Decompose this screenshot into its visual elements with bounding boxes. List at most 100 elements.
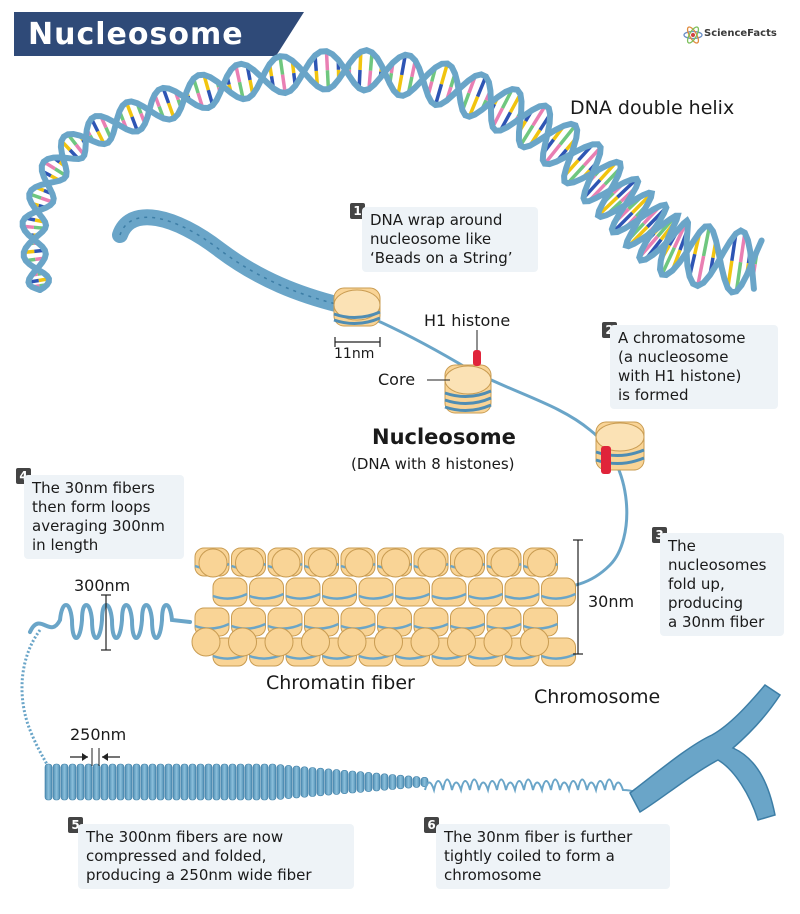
coil-segment — [348, 770, 357, 794]
coil-segment — [92, 763, 101, 801]
base-pair-half — [696, 255, 706, 287]
base-pair-half — [433, 83, 444, 106]
coil-segment — [132, 763, 141, 801]
coil-segment — [212, 763, 221, 801]
fiber-wrap — [486, 622, 522, 630]
fiber-wrap — [358, 592, 394, 600]
step-5-note: The 300nm fibers are now compressed and … — [78, 824, 354, 889]
label-300nm: 300nm — [74, 576, 131, 595]
coil-segment — [180, 763, 189, 801]
coil-segment — [84, 763, 93, 801]
dna-ribbon — [112, 209, 348, 313]
step-1-line-1: DNA wrap around — [370, 211, 503, 229]
fiber-top-bead — [344, 548, 374, 578]
fiber-wrap — [249, 592, 285, 600]
step-6-line-2: tightly coiled to form a — [444, 847, 615, 865]
base-pair-half — [660, 246, 676, 276]
fiber-wrap — [267, 622, 303, 630]
coil-segment — [308, 767, 317, 797]
dna-double-helix — [19, 47, 765, 296]
fiber-bead — [504, 577, 540, 607]
fiber-bead — [322, 577, 357, 607]
coil-segment — [412, 776, 421, 788]
coil-segment — [268, 763, 277, 801]
fiber-bead — [468, 577, 503, 607]
coil-segment — [188, 763, 197, 801]
coil-segment — [340, 769, 349, 794]
coil-segment — [300, 766, 309, 798]
step-5-line-2: compressed and folded, — [86, 847, 267, 865]
scale-bar-250nm — [70, 748, 120, 766]
step-3-line-1: The — [668, 537, 696, 555]
coil-segment — [332, 769, 341, 795]
fiber-wrap — [450, 622, 486, 630]
250nm-compressed-fiber — [44, 763, 429, 801]
coil-segment — [292, 765, 301, 799]
coil-segment — [396, 774, 405, 790]
fiber-bead — [285, 577, 321, 607]
step-5-line-1: The 300nm fibers are now — [86, 828, 284, 846]
coiled-connector — [20, 629, 52, 771]
base-pair-half — [701, 225, 712, 257]
fiber-top-bead — [454, 548, 483, 578]
nucleosome-core-bead — [444, 364, 492, 414]
fiber-wrap — [231, 622, 267, 630]
fiber-top-bead — [198, 548, 228, 578]
base-pair-half — [558, 124, 577, 146]
coil-segment — [196, 763, 205, 801]
title-banner-shape — [14, 12, 304, 56]
sciencefacts-logo: ScienceFacts — [682, 24, 792, 48]
coil-segment — [236, 763, 245, 801]
step-6-number: 6 — [424, 817, 439, 833]
base-pair-half — [543, 143, 562, 165]
coil-segment — [44, 763, 53, 801]
step-1-note: DNA wrap around nucleosome like ‘Beads o… — [362, 207, 538, 272]
fiber-bottom-bead — [264, 627, 294, 657]
scale-bar-30nm — [573, 539, 583, 655]
step-3-line-3: fold up, — [668, 575, 725, 593]
300nm-looped-fiber — [28, 603, 192, 640]
fiber-bottom-bead — [447, 627, 476, 657]
fiber-wrap — [541, 592, 577, 600]
fiber-bead — [431, 577, 467, 607]
coil-segment — [260, 763, 269, 801]
fiber-wrap — [194, 622, 230, 630]
coil-segment — [404, 775, 413, 789]
label-30nm: 30nm — [588, 592, 635, 611]
fiber-bottom-bead — [483, 627, 513, 657]
dna-ribbon-edge — [119, 216, 341, 306]
step-2-line-2: (a nucleosome — [618, 348, 729, 366]
title-banner: Nucleosome — [14, 12, 304, 56]
label-core: Core — [378, 370, 416, 389]
coil-segment — [372, 772, 381, 792]
coil-segment — [164, 763, 173, 801]
nucleosome-subheading: (DNA with 8 histones) — [351, 455, 515, 473]
base-pair-half — [531, 104, 547, 127]
coil-segment — [204, 763, 213, 801]
coil-segment — [220, 763, 229, 801]
fiber-wrap — [523, 622, 559, 630]
coil-segment — [380, 773, 389, 791]
fiber-wrap — [468, 592, 504, 600]
fiber-wrap — [431, 592, 467, 600]
fiber-wrap — [377, 622, 413, 630]
step-4-note: The 30nm fibers then form loops averagin… — [24, 475, 184, 559]
fiber-top-bead — [235, 548, 264, 578]
fiber-wrap — [322, 592, 358, 600]
step-6-line-1: The 30nm fiber is further — [444, 828, 633, 846]
coil-segment — [276, 764, 285, 800]
fiber-top-bead — [490, 548, 520, 578]
coil-segment — [252, 763, 261, 801]
base-pair-half — [439, 63, 450, 85]
chromatin-fiber — [191, 547, 577, 667]
base-pair-half — [611, 211, 634, 234]
coil-segment — [52, 763, 61, 801]
step-2-note: A chromatosome (a nucleosome with H1 his… — [610, 325, 778, 409]
label-250nm: 250nm — [70, 725, 127, 744]
fiber-wrap — [504, 592, 540, 600]
step-2-line-4: is formed — [618, 386, 689, 404]
fiber-wrap — [304, 622, 340, 630]
step-3-note: The nucleosomes fold up, producing a 30n… — [660, 533, 784, 636]
logo-text: ScienceFacts — [704, 28, 777, 39]
step-5-line-3: producing a 250nm wide fiber — [86, 866, 312, 884]
